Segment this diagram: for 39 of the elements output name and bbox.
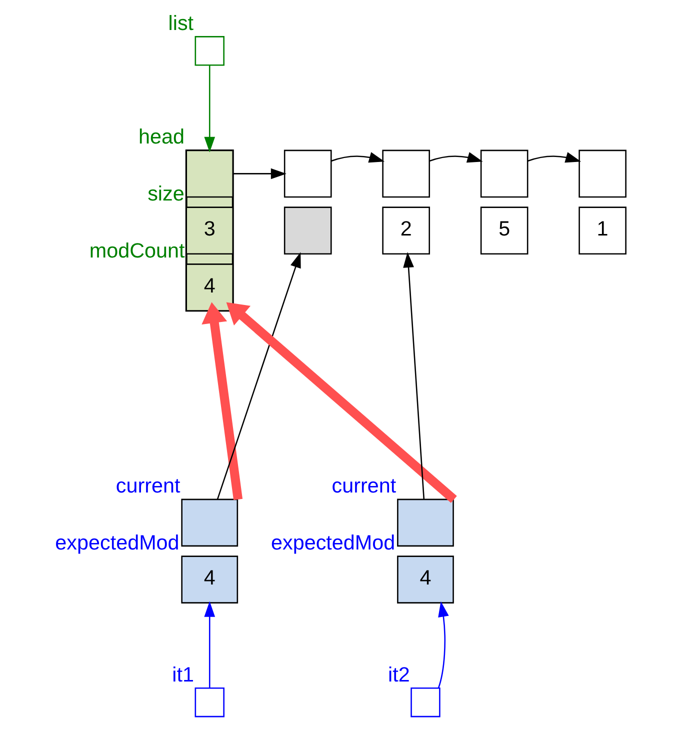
arrow xyxy=(202,302,243,500)
node-label: size xyxy=(148,182,184,206)
node-label: it2 xyxy=(388,663,410,686)
arrow xyxy=(216,252,301,500)
node-box xyxy=(480,150,528,198)
node-box: 1 xyxy=(578,206,626,254)
node-label: expectedMod xyxy=(55,532,180,555)
arrow xyxy=(226,302,457,503)
node-box xyxy=(186,150,234,198)
node-box xyxy=(284,206,332,254)
node-box: 2 xyxy=(382,206,430,254)
arrow xyxy=(233,168,286,180)
arrow xyxy=(429,152,483,163)
node-box xyxy=(194,687,224,718)
node-box: 4 xyxy=(186,264,234,312)
node-box xyxy=(578,150,626,198)
arrow xyxy=(403,252,425,500)
node-box: 4 xyxy=(397,556,454,604)
node-label: list xyxy=(168,12,194,35)
node-box xyxy=(181,498,238,547)
node-label: it1 xyxy=(172,663,194,686)
node-label: current xyxy=(116,474,180,498)
arrow xyxy=(204,65,216,152)
arrow xyxy=(438,601,449,688)
node-box: 5 xyxy=(480,206,528,254)
node-box xyxy=(410,687,440,718)
node-label: current xyxy=(332,474,396,498)
node-box xyxy=(194,36,224,66)
arrow xyxy=(204,601,216,688)
node-label: modCount xyxy=(89,239,185,262)
node-label: expectedMod xyxy=(271,532,396,555)
arrow xyxy=(331,152,385,163)
arrow xyxy=(528,152,582,163)
node-label: head xyxy=(138,126,185,149)
node-box: 4 xyxy=(181,556,238,604)
node-box xyxy=(284,150,332,198)
node-box xyxy=(382,150,430,198)
node-box xyxy=(397,498,454,547)
node-box: 3 xyxy=(186,206,234,254)
